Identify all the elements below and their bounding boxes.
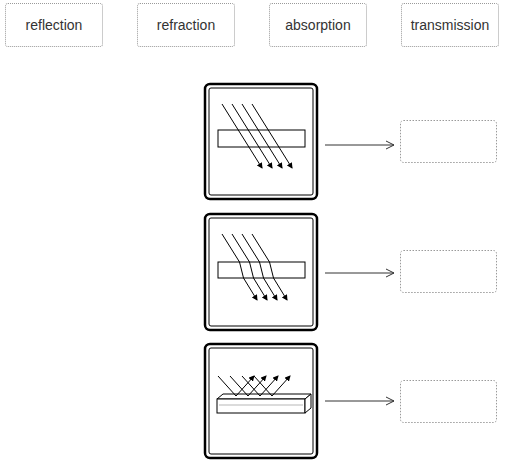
light-ray bbox=[242, 234, 277, 300]
mirror-side-face bbox=[305, 394, 311, 413]
answer-slot bbox=[401, 251, 497, 293]
answer-slot bbox=[401, 121, 497, 163]
picture-frame-inner bbox=[209, 88, 313, 195]
word-tile: absorption bbox=[269, 3, 367, 47]
light-ray bbox=[254, 376, 290, 396]
picture-frame-inner bbox=[209, 218, 313, 326]
light-ray bbox=[222, 234, 257, 300]
light-ray bbox=[222, 104, 262, 168]
answer-slot bbox=[401, 381, 497, 423]
word-tile: reflection bbox=[5, 3, 103, 47]
light-ray bbox=[252, 104, 292, 168]
pointer-arrow bbox=[325, 401, 394, 402]
light-ray bbox=[232, 104, 272, 168]
mirror-edge-line bbox=[219, 405, 303, 406]
word-tile: transmission bbox=[401, 3, 499, 47]
mirror-front-face bbox=[217, 399, 305, 413]
mirror-top-face bbox=[217, 394, 311, 399]
word-tile: refraction bbox=[137, 3, 235, 47]
light-ray bbox=[232, 234, 267, 300]
picture-frame bbox=[205, 84, 317, 199]
tile-label: refraction bbox=[157, 17, 215, 33]
light-ray bbox=[242, 104, 282, 168]
tile-label: reflection bbox=[26, 17, 83, 33]
light-ray bbox=[230, 376, 266, 396]
glass-slab bbox=[218, 130, 305, 147]
picture-frame bbox=[205, 214, 317, 330]
picture-frame bbox=[205, 344, 317, 458]
pointer-arrow bbox=[325, 145, 394, 146]
bent-rays bbox=[222, 234, 287, 300]
reflected-rays bbox=[218, 376, 290, 396]
tile-label: absorption bbox=[285, 17, 350, 33]
straight-rays bbox=[222, 104, 292, 168]
picture-frame-inner bbox=[209, 348, 313, 454]
light-ray bbox=[252, 234, 287, 300]
tile-label: transmission bbox=[411, 17, 490, 33]
pointer-arrow bbox=[325, 273, 394, 274]
light-ray bbox=[242, 376, 278, 396]
light-ray bbox=[218, 376, 254, 396]
